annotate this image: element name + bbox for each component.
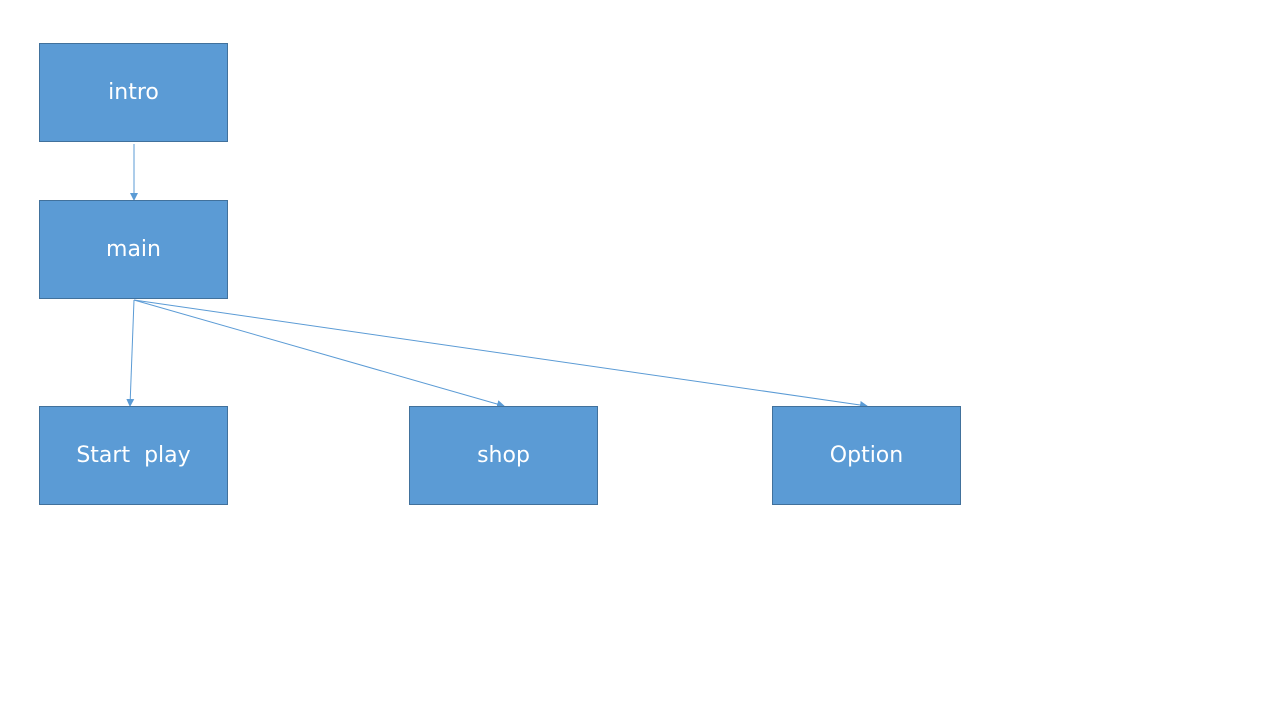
edge-main-shop [133, 299, 505, 408]
node-option: Option [772, 406, 961, 505]
node-intro-label: intro [108, 79, 159, 105]
node-shop-label: shop [477, 442, 530, 468]
node-start-play-label: Start play [76, 442, 191, 468]
node-intro: intro [39, 43, 228, 142]
node-start-play: Start play [39, 406, 228, 505]
edge-main-start-play [126, 299, 135, 407]
node-shop: shop [409, 406, 598, 505]
node-option-label: Option [829, 442, 904, 468]
node-main-label: main [106, 236, 161, 262]
edge-main-option [133, 299, 868, 409]
node-main: main [39, 200, 228, 299]
